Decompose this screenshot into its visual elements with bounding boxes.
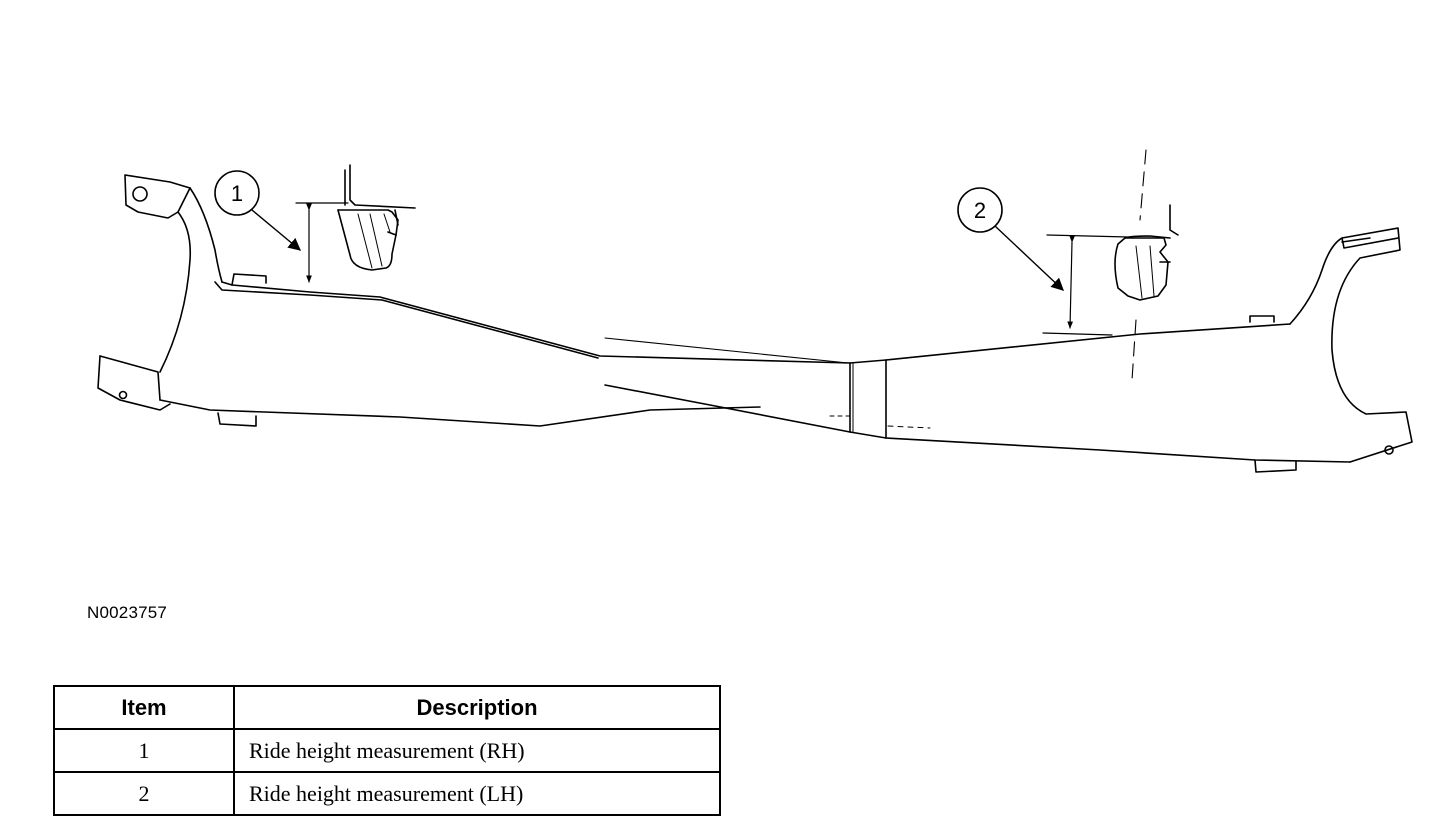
arm-upper-edge-left	[221, 281, 851, 364]
left-arm-end	[97, 174, 223, 411]
figure-id: N0023757	[87, 603, 168, 622]
leader-2	[994, 225, 1064, 291]
callout-2: 2	[957, 187, 1003, 233]
legend-table: Item Description 1 Ride height measureme…	[53, 685, 721, 816]
legend-item-description: Ride height measurement (RH)	[233, 728, 721, 773]
table-row: 2 Ride height measurement (LH)	[53, 771, 721, 816]
callout-1-label: 1	[231, 181, 243, 206]
legend-header-description: Description	[233, 685, 721, 730]
arm-lower-edge-right	[885, 437, 1351, 463]
legend-header-row: Item Description	[53, 685, 721, 730]
leader-1	[251, 209, 301, 251]
suspension-arm-diagram: 1 2	[97, 149, 1413, 473]
legend-header-item: Item	[53, 685, 235, 730]
dimension-rh	[295, 202, 349, 283]
callout-1: 1	[214, 170, 260, 216]
arm-lower-edge-left	[159, 399, 761, 427]
callout-2-label: 2	[974, 198, 986, 223]
table-row: 1 Ride height measurement (RH)	[53, 728, 721, 773]
legend-item-number: 1	[53, 728, 235, 773]
right-bumpstop	[1114, 149, 1179, 381]
dimension-lh	[1042, 234, 1129, 336]
arm-upper-edge-right	[885, 323, 1291, 361]
legend-item-description: Ride height measurement (LH)	[233, 771, 721, 816]
legend-item-number: 2	[53, 771, 235, 816]
center-splice	[829, 359, 931, 439]
left-bumpstop	[337, 164, 416, 271]
